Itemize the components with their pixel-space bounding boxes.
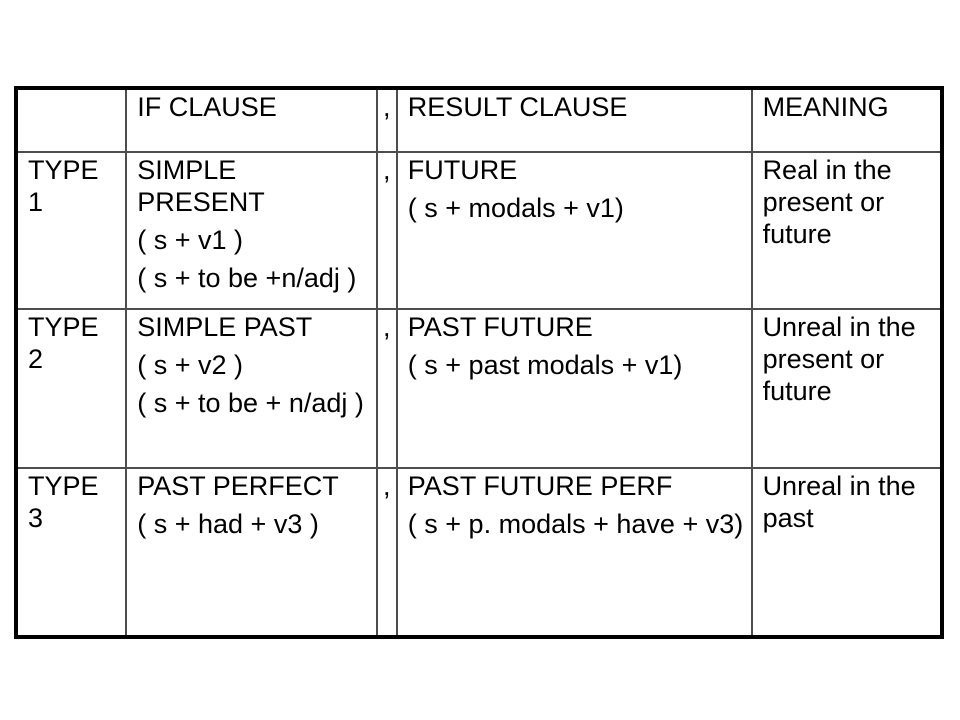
type2-if-formula-1: ( s + v2 ) [137, 350, 244, 380]
type1-meaning-cell: Real in the present or future [750, 151, 944, 310]
type2-if-formula-2: ( s + to be + n/adj ) [137, 388, 364, 418]
type1-if-clause-cell: SIMPLE PRESENT ( s + v1 ) ( s + to be +n… [125, 151, 378, 310]
table-row-type1: TYPE 1 SIMPLE PRESENT ( s + v1 ) ( s + t… [14, 151, 944, 310]
header-result-clause: RESULT CLAUSE [395, 87, 753, 153]
type3-result-tense: PAST FUTURE PERF [407, 471, 673, 501]
type3-if-clause-cell: PAST PERFECT ( s + had + v3 ) [125, 467, 378, 638]
type1-comma-cell: , [375, 151, 398, 310]
type3-meaning-cell: Unreal in the past [750, 467, 944, 638]
type1-result-clause-cell: FUTURE ( s + modals + v1) [395, 151, 753, 310]
type3-label-cell: TYPE 3 [14, 467, 128, 638]
type2-result-clause-cell: PAST FUTURE ( s + past modals + v1) [395, 308, 753, 469]
type3-if-tense: PAST PERFECT [137, 471, 339, 501]
type3-result-formula: ( s + p. modals + have + v3) [407, 509, 744, 539]
type2-if-tense: SIMPLE PAST [137, 312, 313, 342]
type2-label-cell: TYPE 2 [14, 308, 128, 469]
type3-result-clause-cell: PAST FUTURE PERF ( s + p. modals + have … [395, 467, 753, 638]
type1-result-formula: ( s + modals + v1) [407, 193, 624, 223]
table-row-type2: TYPE 2 SIMPLE PAST ( s + v2 ) ( s + to b… [14, 308, 944, 469]
type1-if-tense: SIMPLE PRESENT [137, 155, 265, 217]
type1-if-formula-1: ( s + v1 ) [137, 225, 244, 255]
type1-if-formula-2: ( s + to be +n/adj ) [137, 263, 357, 293]
header-if-clause: IF CLAUSE [125, 87, 378, 153]
type3-comma-cell: , [375, 467, 398, 638]
header-comma-cell: , [375, 87, 398, 153]
type2-if-clause-cell: SIMPLE PAST ( s + v2 ) ( s + to be + n/a… [125, 308, 378, 469]
type1-label-cell: TYPE 1 [14, 151, 128, 310]
type2-meaning-cell: Unreal in the present or future [750, 308, 944, 469]
type1-result-tense: FUTURE [407, 155, 518, 185]
type3-if-formula: ( s + had + v3 ) [137, 509, 319, 539]
type2-comma-cell: , [375, 308, 398, 469]
table-header-row: IF CLAUSE , RESULT CLAUSE MEANING [14, 87, 944, 153]
type2-result-formula: ( s + past modals + v1) [407, 350, 683, 380]
conditional-types-table: IF CLAUSE , RESULT CLAUSE MEANING TYPE 1… [14, 86, 944, 639]
header-meaning: MEANING [750, 87, 944, 153]
header-empty-cell [14, 87, 128, 153]
table-row-type3: TYPE 3 PAST PERFECT ( s + had + v3 ) , P… [14, 467, 944, 638]
type2-result-tense: PAST FUTURE [407, 312, 593, 342]
